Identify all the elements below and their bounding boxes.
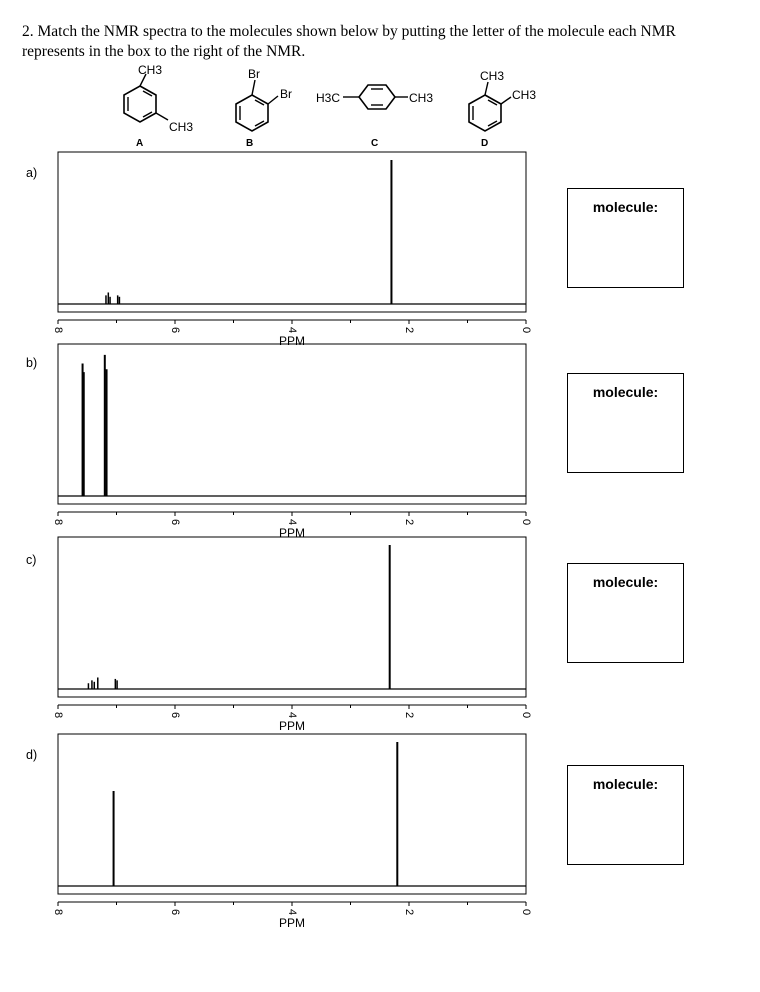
molecule-structures: CH3 CH3 A Br Br B H3C CH3 C CH3 CH3 D	[123, 63, 536, 149]
x-tick-label: 0	[520, 909, 532, 915]
answer-box-b[interactable]: molecule:	[567, 373, 684, 473]
x-tick-label: 4	[286, 909, 298, 915]
x-tick-label: 2	[403, 519, 415, 525]
spectrum-d-label: d)	[26, 748, 38, 762]
x-tick-label: 6	[169, 909, 181, 915]
x-tick-label: 6	[169, 519, 181, 525]
molecule-c: H3C CH3 C	[316, 84, 433, 149]
x-tick-label: 0	[520, 519, 532, 525]
x-tick-label: 8	[52, 909, 64, 915]
x-tick-label: 6	[169, 712, 181, 718]
molecule-c-ch3-right: CH3	[409, 91, 433, 105]
spectrum-b-label: b)	[26, 356, 38, 370]
answer-box-d-label: molecule:	[592, 776, 659, 792]
answer-box-a[interactable]: molecule:	[567, 188, 684, 288]
x-axis-label: PPM	[279, 719, 305, 733]
molecule-b-br-right: Br	[280, 87, 292, 101]
molecule-c-letter: C	[371, 138, 378, 149]
spectrum-c-label: c)	[26, 553, 37, 567]
spectrum-frame	[57, 733, 527, 895]
x-tick-label: 2	[403, 712, 415, 718]
spectrum-frame	[57, 343, 527, 505]
x-tick-label: 2	[403, 909, 415, 915]
molecule-b-letter: B	[246, 138, 253, 149]
x-tick-label: 2	[403, 327, 415, 333]
molecule-d-letter: D	[481, 138, 488, 149]
x-tick-label: 4	[286, 519, 298, 525]
molecule-a: CH3 CH3 A	[123, 63, 193, 149]
answer-box-b-label: molecule:	[592, 384, 659, 400]
molecule-d-ch3-right: CH3	[512, 88, 536, 102]
x-axis-label: PPM	[279, 916, 305, 930]
answer-box-c-label: molecule:	[592, 574, 659, 590]
x-tick-label: 0	[520, 712, 532, 718]
molecule-b: Br Br B	[235, 67, 292, 149]
spectrum-a-label: a)	[26, 166, 38, 180]
answer-box-d[interactable]: molecule:	[567, 765, 684, 865]
x-tick-label: 6	[169, 327, 181, 333]
x-tick-label: 0	[520, 327, 532, 333]
answer-box-a-label: molecule:	[592, 199, 659, 215]
x-tick-label: 8	[52, 327, 64, 333]
molecule-d: CH3 CH3 D	[468, 69, 536, 149]
question-text: 2. Match the NMR spectra to the molecule…	[22, 23, 676, 60]
answer-box-c[interactable]: molecule:	[567, 563, 684, 663]
x-tick-label: 8	[52, 712, 64, 718]
molecule-c-h3c-left: H3C	[316, 91, 340, 105]
molecule-a-ch3-right: CH3	[169, 120, 193, 134]
spectrum-frame	[57, 151, 527, 313]
molecule-a-ch3-top: CH3	[138, 63, 162, 77]
x-tick-label: 4	[286, 327, 298, 333]
molecule-a-letter: A	[136, 138, 143, 149]
molecule-b-br-top: Br	[248, 67, 260, 81]
molecule-d-ch3-top: CH3	[480, 69, 504, 83]
x-tick-label: 8	[52, 519, 64, 525]
x-tick-label: 4	[286, 712, 298, 718]
spectrum-frame	[57, 536, 527, 698]
